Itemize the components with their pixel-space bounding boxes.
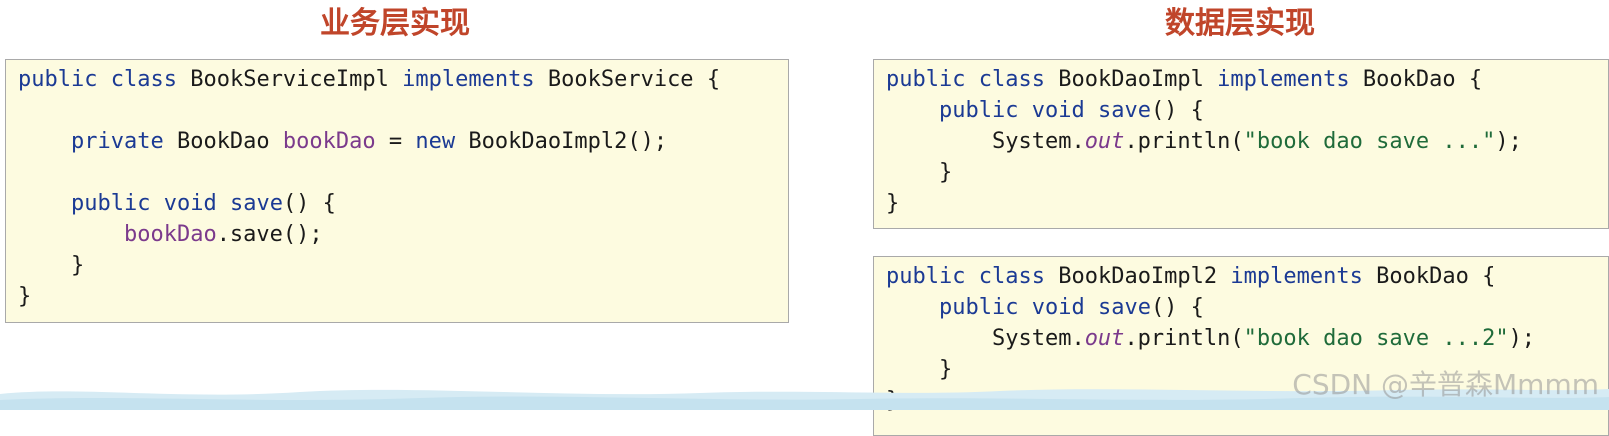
static-field: out (1084, 129, 1125, 154)
brace: } (70, 253, 85, 278)
code-line: public void save() { (886, 292, 1608, 323)
service-layer-title: 业务层实现 (320, 6, 470, 41)
keyword: public (18, 67, 98, 92)
code-line: } (18, 250, 788, 281)
keyword: public (938, 295, 1019, 320)
brace: } (886, 191, 900, 216)
keyword: void (163, 191, 217, 216)
keyword: class (978, 67, 1045, 92)
string-literal: "book dao save ...2" (1243, 326, 1509, 351)
method-params: () { (282, 191, 336, 216)
keyword: class (978, 264, 1045, 289)
data-layer-title: 数据层实现 (1165, 6, 1315, 41)
code-line: public class BookServiceImpl implements … (18, 64, 788, 95)
code-line: bookDao.save(); (18, 219, 788, 250)
interface-name: BookService (547, 67, 694, 92)
operator: = (388, 129, 403, 154)
statement-end: ); (1495, 129, 1522, 154)
class-name: BookDaoImpl (1058, 67, 1204, 92)
interface-name: BookDao (1376, 264, 1469, 289)
method-call: .println( (1124, 326, 1244, 351)
keyword: void (1031, 98, 1085, 123)
type-name: BookDao (176, 129, 270, 154)
code-line: } (18, 281, 788, 312)
code-line: System.out.println("book dao save ..."); (886, 126, 1608, 157)
brace: { (706, 67, 721, 92)
brace: } (18, 284, 32, 309)
method-call: .println( (1124, 129, 1244, 154)
keyword: public (886, 264, 966, 289)
code-line: } (886, 188, 1608, 219)
keyword: void (1031, 295, 1085, 320)
field-name: bookDao (282, 129, 376, 154)
code-line: public void save() { (18, 188, 788, 219)
dao-impl-code-block: public class BookDaoImpl implements Book… (873, 59, 1609, 229)
code-line: } (886, 354, 1608, 385)
brace: } (938, 357, 953, 382)
code-line: private BookDao bookDao = new BookDaoImp… (18, 126, 788, 157)
code-line: } (886, 157, 1608, 188)
csdn-watermark: CSDN @辛普森Mmmm (1292, 368, 1599, 401)
code-line: System.out.println("book dao save ...2")… (886, 323, 1608, 354)
brace: } (886, 388, 900, 413)
method-params: () { (1150, 295, 1204, 320)
brace: { (1482, 264, 1496, 289)
code-line: public class BookDaoImpl implements Book… (886, 64, 1608, 95)
dao-impl2-code-block: public class BookDaoImpl2 implements Boo… (873, 256, 1609, 436)
keyword: public (886, 67, 966, 92)
keyword: class (110, 67, 177, 92)
constructor-call: BookDaoImpl2(); (468, 129, 668, 154)
string-literal: "book dao save ..." (1243, 129, 1496, 154)
brace: { (1468, 67, 1483, 92)
class-name: BookServiceImpl (190, 67, 389, 92)
class-ref: System. (991, 326, 1085, 351)
code-line-blank (18, 95, 788, 126)
code-line: public class BookDaoImpl2 implements Boo… (886, 261, 1608, 292)
keyword: private (70, 129, 164, 154)
statement-end: ); (1508, 326, 1536, 351)
field-name: bookDao (123, 222, 217, 247)
class-name: BookDaoImpl2 (1058, 264, 1218, 289)
keyword: implements (402, 67, 535, 92)
keyword: public (938, 98, 1019, 123)
method-name: save (1097, 98, 1151, 123)
method-name: save (229, 191, 283, 216)
static-field: out (1084, 326, 1125, 351)
keyword: new (415, 129, 456, 154)
keyword: implements (1230, 264, 1363, 289)
method-name: save (1097, 295, 1151, 320)
interface-name: BookDao (1362, 67, 1456, 92)
keyword: implements (1217, 67, 1350, 92)
service-impl-code-block: public class BookServiceImpl implements … (5, 59, 789, 323)
brace: } (938, 160, 953, 185)
class-ref: System. (991, 129, 1085, 154)
method-call: .save(); (216, 222, 323, 247)
method-params: () { (1150, 98, 1204, 123)
code-line: public void save() { (886, 95, 1608, 126)
keyword: public (70, 191, 151, 216)
code-line-blank (18, 157, 788, 188)
